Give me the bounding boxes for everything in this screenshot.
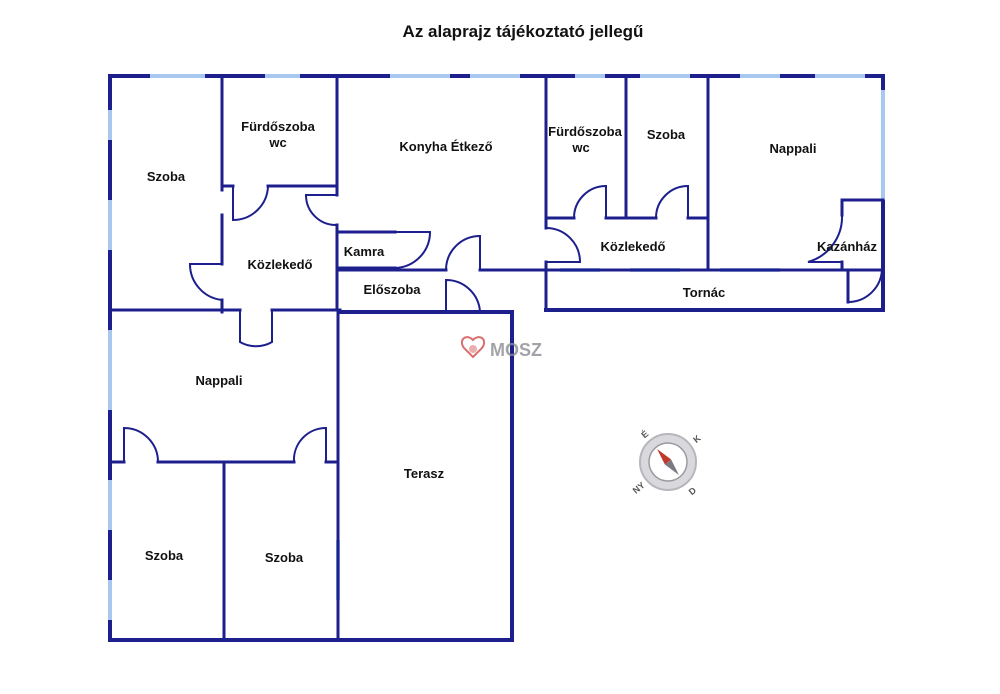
room-label-kozlekedo-1: Közlekedő — [247, 257, 312, 272]
compass-east: K — [691, 433, 703, 445]
watermark-logo: MOSZ — [460, 336, 542, 360]
room-label-wc-1: wc — [268, 135, 286, 150]
room-label-furdoszoba-1: Fürdőszoba — [241, 119, 315, 134]
compass-south: D — [687, 485, 699, 497]
room-label-szoba-sw2: Szoba — [265, 550, 304, 565]
doors — [123, 184, 883, 463]
interior-walls — [108, 74, 885, 642]
room-label-nappali-ne: Nappali — [770, 141, 817, 156]
room-label-konyha-etkezo: Konyha Étkező — [399, 139, 492, 154]
watermark-text: MOSZ — [490, 340, 542, 360]
room-label-kazanhaz: Kazánház — [817, 239, 877, 254]
compass-icon: É K D NY — [631, 429, 703, 497]
room-label-szoba-nw: Szoba — [147, 169, 186, 184]
room-label-kamra: Kamra — [344, 244, 385, 259]
room-labels: Szoba Fürdőszoba wc Konyha Étkező Fürdős… — [145, 119, 878, 565]
room-label-nappali-w: Nappali — [196, 373, 243, 388]
plan-title: Az alaprajz tájékoztató jellegű — [403, 22, 644, 41]
room-label-tornac: Tornác — [683, 285, 725, 300]
room-label-eloszoba: Előszoba — [363, 282, 421, 297]
room-label-wc-2: wc — [571, 140, 589, 155]
compass-north: É — [639, 429, 650, 441]
room-label-szoba-sw1: Szoba — [145, 548, 184, 563]
room-label-kozlekedo-2: Közlekedő — [600, 239, 665, 254]
room-label-terasz: Terasz — [404, 466, 445, 481]
room-label-szoba-ne: Szoba — [647, 127, 686, 142]
room-label-furdoszoba-2: Fürdőszoba — [548, 124, 622, 139]
compass-west: NY — [631, 480, 647, 496]
